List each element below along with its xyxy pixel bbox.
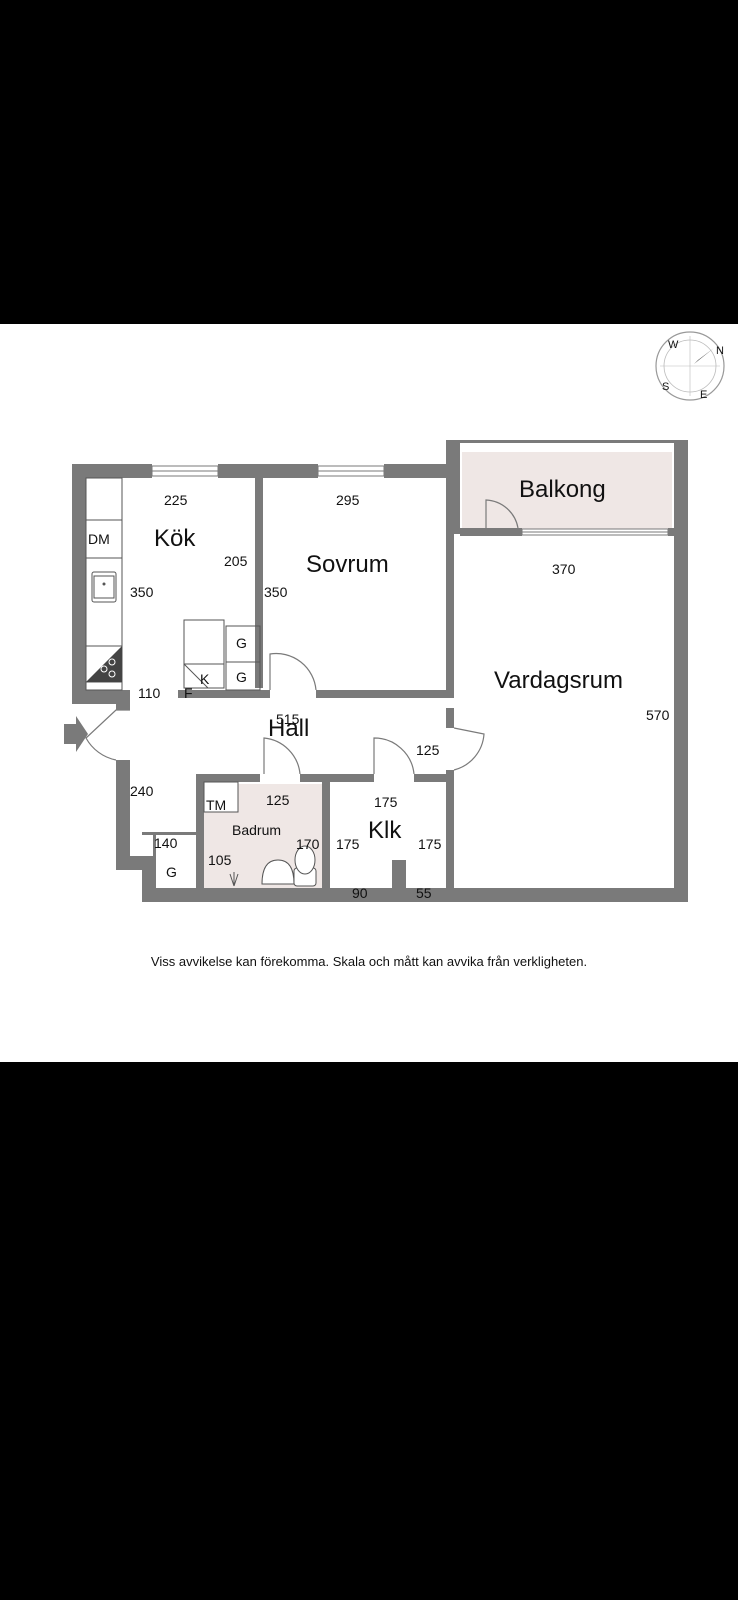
dim-klk-width: 175 <box>374 794 398 810</box>
compass-s: S <box>662 381 669 393</box>
bathroom-fixtures <box>203 781 317 887</box>
compass-w: W <box>668 339 679 351</box>
fixture-dm: DM <box>88 531 110 547</box>
room-badrum: Badrum <box>232 822 281 838</box>
floor-plan: N E S W <box>64 331 725 902</box>
dim-hall-right: 125 <box>416 742 440 758</box>
entrance-arrow-icon <box>64 716 88 752</box>
dim-klk-bottom-right: 55 <box>416 885 432 901</box>
dim-badrum-width: 125 <box>266 792 290 808</box>
compass-e: E <box>700 389 707 401</box>
dim-badrum-side: 170 <box>296 836 320 852</box>
sink-icon <box>93 575 115 599</box>
dim-kok-side: 205 <box>224 553 248 569</box>
dim-wc-width: 140 <box>154 835 178 851</box>
dim-hall-width: 515 <box>276 711 300 727</box>
dim-vardagsrum-width: 370 <box>552 561 576 577</box>
room-balkong: Balkong <box>519 476 606 503</box>
fixture-tm: TM <box>206 797 226 813</box>
fixture-f: F <box>184 685 193 701</box>
fixture-g-upper: G <box>236 635 247 651</box>
fixture-g-wc: G <box>166 864 177 880</box>
dim-klk-right: 175 <box>418 836 442 852</box>
walls <box>72 440 688 902</box>
compass-n: N <box>716 345 724 357</box>
room-hall: Hall <box>268 715 309 742</box>
dim-sovrum-width: 295 <box>336 492 360 508</box>
room-vardagsrum: Vardagsrum <box>494 667 623 694</box>
dim-klk-left: 175 <box>336 836 360 852</box>
disclaimer-text: Viss avvikelse kan förekomma. Skala och … <box>150 954 588 969</box>
dim-kok-depth: 350 <box>130 584 154 600</box>
room-klk: Klk <box>368 817 402 844</box>
dim-kok-width: 225 <box>164 492 188 508</box>
floor-plan-sheet: N E S W <box>0 324 738 1062</box>
dim-sovrum-depth: 350 <box>264 584 288 600</box>
fixture-g-lower: G <box>236 669 247 685</box>
dim-hall-left: 240 <box>130 783 154 799</box>
doors <box>85 499 519 775</box>
plant-icon <box>229 872 239 887</box>
dim-badrum-depth: 105 <box>208 852 232 868</box>
room-kok: Kök <box>154 525 196 552</box>
kitchen-counter <box>85 477 261 691</box>
dim-klk-bottom-left: 90 <box>352 885 368 901</box>
fixture-k: K <box>200 671 210 687</box>
room-sovrum: Sovrum <box>306 551 389 578</box>
balkong-floor <box>462 452 672 532</box>
compass-rose-icon: N E S W <box>655 331 725 401</box>
dim-kok-bottom: 110 <box>138 685 161 701</box>
stove-icon <box>86 646 122 682</box>
dim-vardagsrum-depth: 570 <box>646 707 670 723</box>
